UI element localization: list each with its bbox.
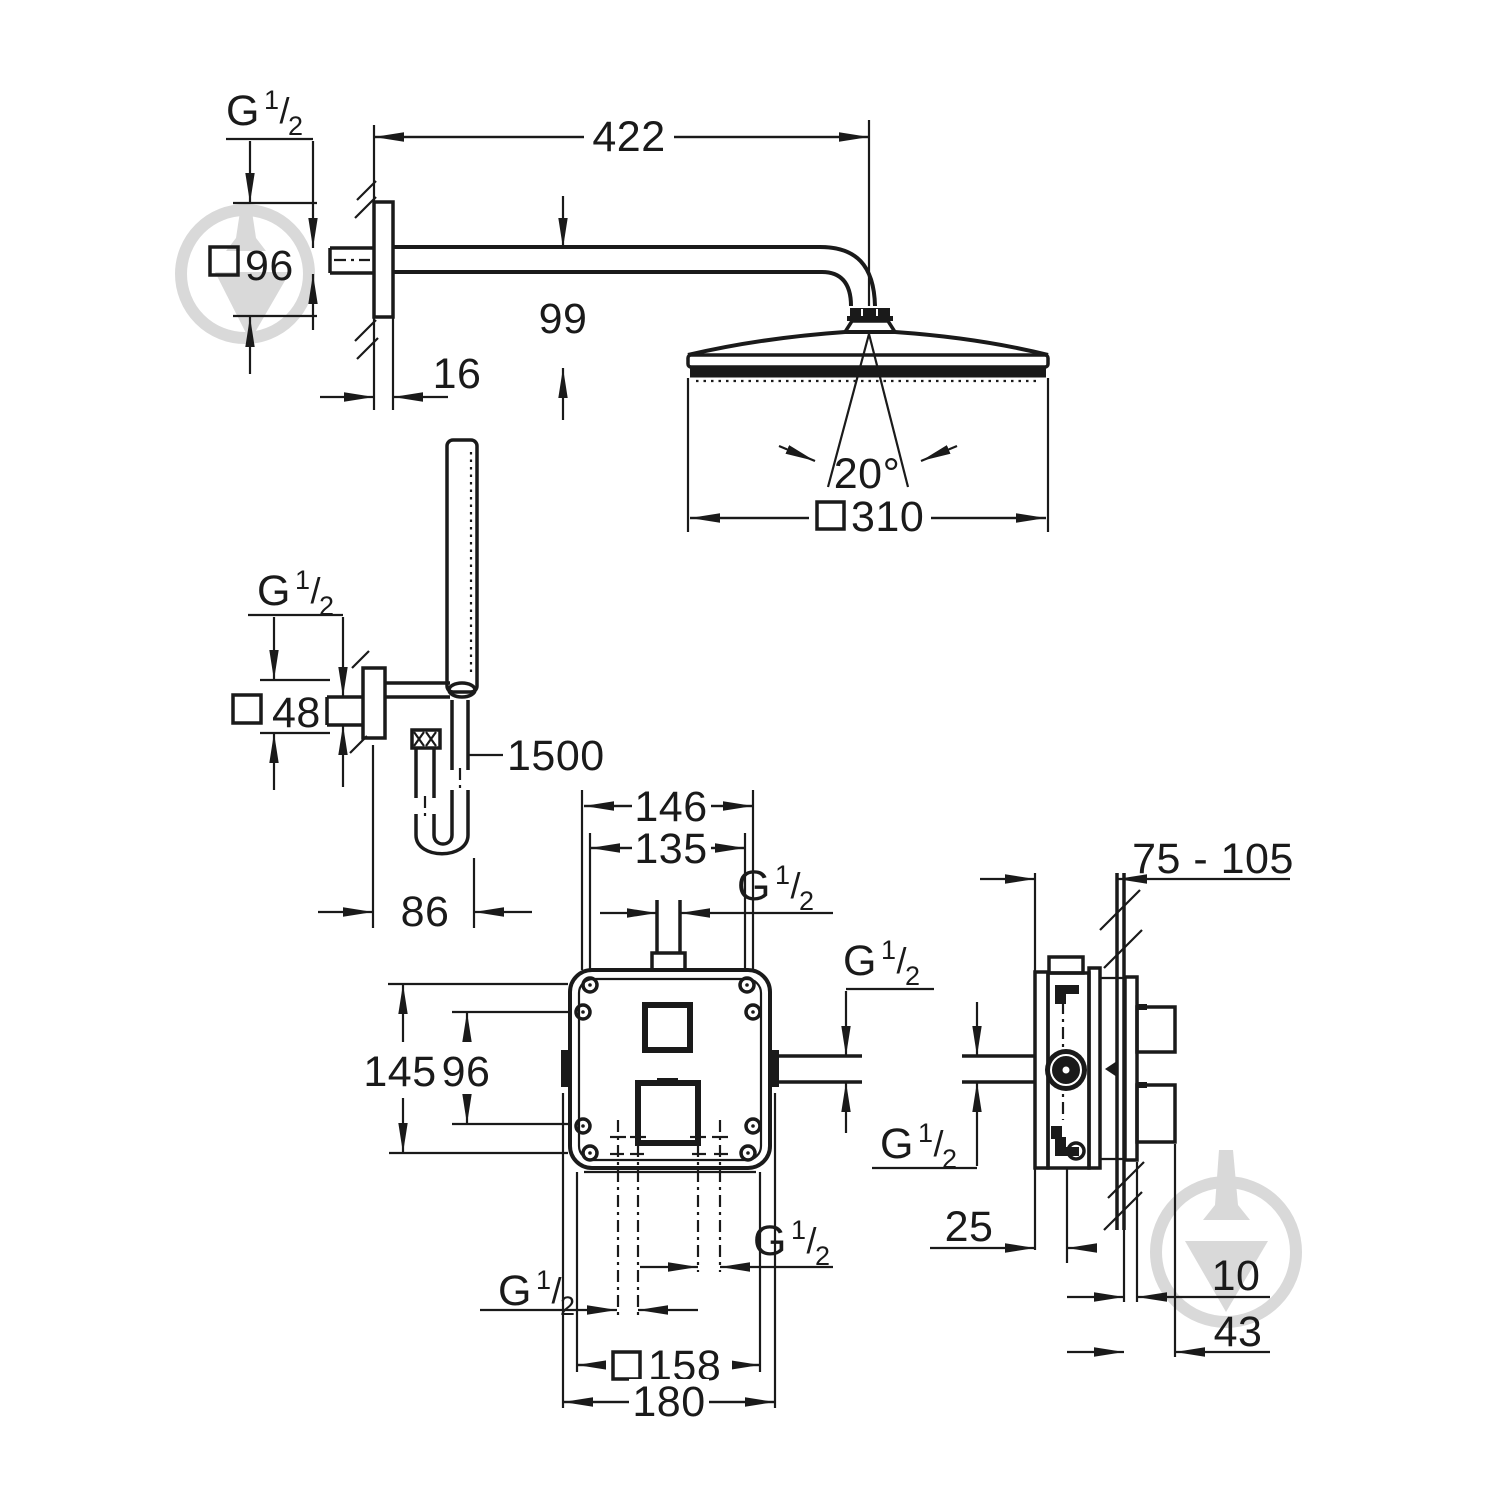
pipe-collar xyxy=(650,951,687,972)
lower-valve-opening xyxy=(635,1080,701,1146)
wall-hatch-ticks xyxy=(354,180,379,360)
dim-holder-offset-86: 86 xyxy=(318,745,532,936)
dim-label-43: 43 xyxy=(1214,1308,1263,1356)
square-symbol-icon xyxy=(231,693,263,725)
dim-head-310: 310 xyxy=(686,378,1050,541)
dim-depth-25: 25 xyxy=(930,1168,1097,1263)
dim-box-plate-158: 158 xyxy=(577,1342,760,1390)
wall-hatch-ticks xyxy=(349,650,370,754)
dim-arm-length-422: 422 xyxy=(374,111,871,306)
dim-label-146: 146 xyxy=(634,783,707,831)
dim-box-145-96: 145 96 xyxy=(363,982,568,1155)
dim-label-86: 86 xyxy=(401,888,450,936)
trowel-blade-icon xyxy=(215,272,290,341)
dim-arm-drop-99: 99 xyxy=(539,196,588,420)
valve-mid-plate xyxy=(1087,966,1102,1170)
thermostat-cartridge xyxy=(1045,1049,1087,1091)
dim-label-180: 180 xyxy=(632,1378,705,1426)
dim-box-total-180: 180 xyxy=(563,1378,775,1426)
trowel-handle-icon xyxy=(1203,1150,1250,1220)
valve-stub-lower xyxy=(1135,1083,1177,1144)
holder-ring xyxy=(447,681,477,699)
dim-label-96b: 96 xyxy=(442,1048,491,1096)
dim-label-48: 48 xyxy=(272,689,321,737)
shower-hose xyxy=(414,700,470,856)
trowel-handle-icon xyxy=(226,205,266,251)
dim-label-422: 422 xyxy=(592,113,665,161)
upper-valve-opening xyxy=(642,1002,693,1053)
dim-label-20deg: 20° xyxy=(834,450,901,498)
dim-label-310: 310 xyxy=(851,493,924,541)
box-screws xyxy=(574,976,762,1162)
hose-outlet xyxy=(410,728,442,750)
square-symbol-icon xyxy=(815,500,846,531)
dim-tile-10: 10 xyxy=(1067,1162,1270,1302)
opening-tab xyxy=(657,1078,678,1086)
dim-spray-angle-20: 20° xyxy=(778,333,958,498)
box-side-tab-left xyxy=(561,1050,570,1087)
valve-stub-upper xyxy=(1135,1005,1177,1054)
view-valve-side: 75 - 105 25 10 43 xyxy=(930,835,1294,1357)
hand-shower-handle xyxy=(445,438,479,694)
dim-label-16: 16 xyxy=(433,350,482,398)
dim-label-75-105: 75 - 105 xyxy=(1132,835,1294,883)
mounting-box-inner xyxy=(577,977,763,1162)
head-rim xyxy=(686,353,1050,369)
head-top-profile xyxy=(687,330,1049,357)
dim-hose-1500: 1500 xyxy=(468,732,605,780)
box-side-tab-right xyxy=(770,1050,779,1087)
holder-wall-plate xyxy=(361,666,387,740)
watermark-bottom-right xyxy=(1150,1150,1302,1328)
head-connector xyxy=(841,308,899,334)
square-symbol-icon xyxy=(611,1350,642,1381)
dim-box-146: 146 xyxy=(584,783,753,831)
trowel-blade-icon xyxy=(1185,1241,1268,1312)
dim-trim-43: 43 xyxy=(1067,1144,1270,1357)
dim-label-99: 99 xyxy=(539,295,588,343)
wall-hatch xyxy=(1099,889,1145,1231)
valve-top-block xyxy=(1047,955,1085,975)
square-symbol-icon xyxy=(208,245,240,277)
dim-label-96: 96 xyxy=(245,242,294,290)
dim-label-25: 25 xyxy=(945,1203,994,1251)
view-shower-head: 20° 310 xyxy=(686,308,1050,541)
dim-depth-75-105: 75 - 105 xyxy=(980,835,1294,1250)
dim-label-145: 145 xyxy=(363,1048,436,1096)
connection-centerlines xyxy=(610,1120,728,1316)
dim-label-1500: 1500 xyxy=(507,732,605,780)
valve-front-plate xyxy=(1123,975,1139,1162)
dim-box-135: 135 xyxy=(590,825,745,873)
dim-label-10: 10 xyxy=(1212,1252,1261,1300)
dim-label-135: 135 xyxy=(634,825,707,873)
spray-face xyxy=(690,368,1046,378)
arm-wall-plate xyxy=(372,200,395,319)
datum-marker xyxy=(1105,1061,1117,1077)
dim-plate-thickness-16: 16 xyxy=(320,350,482,402)
